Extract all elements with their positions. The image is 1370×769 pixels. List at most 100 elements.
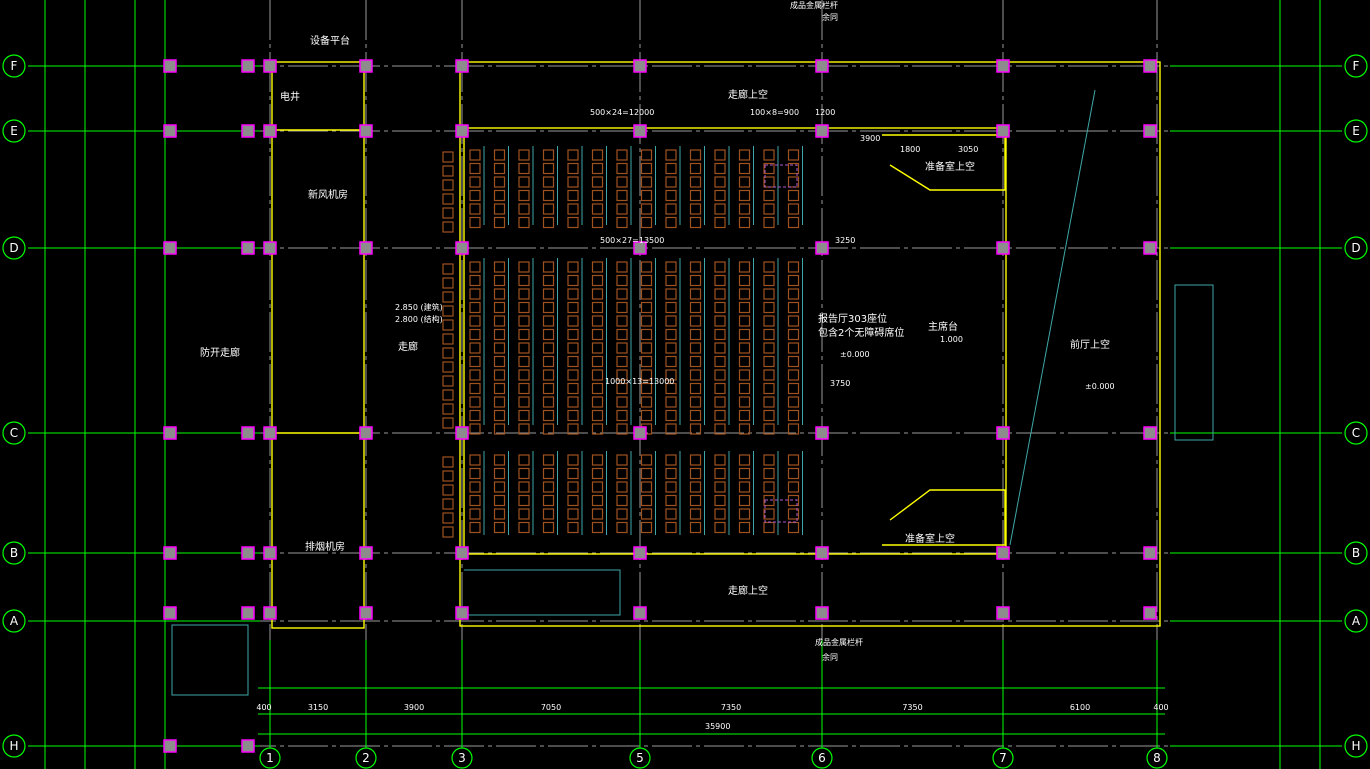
- seat: [591, 494, 604, 507]
- seat: [518, 216, 530, 229]
- note: 余同: [822, 652, 838, 662]
- seat: [763, 189, 775, 202]
- seat: [542, 369, 555, 381]
- seat: [787, 288, 800, 300]
- seat: [763, 274, 775, 287]
- seat: [640, 203, 653, 215]
- column: [241, 124, 255, 138]
- seat: [787, 508, 800, 520]
- seat: [469, 508, 481, 520]
- seat: [567, 189, 579, 202]
- seat: [469, 315, 481, 327]
- seat: [469, 328, 481, 341]
- seat: [787, 494, 800, 507]
- seat: [493, 315, 506, 327]
- seat: [763, 382, 775, 395]
- seat: [787, 423, 800, 435]
- seat: [689, 409, 702, 422]
- seat: [689, 149, 702, 161]
- seat: [763, 288, 775, 300]
- column: [263, 606, 277, 620]
- seat: [714, 189, 726, 202]
- seat: [567, 508, 579, 520]
- axis-label: H: [1351, 739, 1360, 753]
- seat: [738, 423, 751, 435]
- seat: [616, 409, 628, 422]
- seat: [738, 342, 751, 354]
- axis-bubble: [1146, 747, 1168, 769]
- seat: [442, 498, 454, 510]
- seat: [665, 508, 677, 520]
- seat: [469, 162, 481, 175]
- axis-label: C: [1352, 426, 1360, 440]
- seat: [567, 342, 579, 354]
- column: [1143, 59, 1157, 73]
- seat: [665, 409, 677, 422]
- column: [633, 241, 647, 255]
- seat: [665, 203, 677, 215]
- seat: [518, 409, 530, 422]
- dimension: 1800: [900, 145, 920, 154]
- seat: [542, 494, 555, 507]
- seat: [567, 162, 579, 175]
- seat: [714, 521, 726, 534]
- seat: [714, 494, 726, 507]
- column: [241, 739, 255, 753]
- seat: [469, 521, 481, 534]
- column: [455, 426, 469, 440]
- seat: [689, 274, 702, 287]
- axis-bubble: [2, 734, 26, 758]
- axis-label: F: [11, 59, 18, 73]
- seat: [493, 355, 506, 368]
- seat: [714, 481, 726, 493]
- seat: [591, 409, 604, 422]
- seat: [591, 176, 604, 188]
- seat: [469, 369, 481, 381]
- room-label: 准备室上空: [925, 160, 975, 173]
- seat: [542, 301, 555, 314]
- dimension: 1200: [815, 108, 835, 117]
- seat: [442, 361, 454, 373]
- seat: [787, 396, 800, 408]
- axis-bubble: [2, 119, 26, 143]
- seat: [689, 176, 702, 188]
- seat: [542, 189, 555, 202]
- seat: [665, 369, 677, 381]
- seat: [689, 203, 702, 215]
- seat: [493, 176, 506, 188]
- column: [163, 59, 177, 73]
- seat: [469, 189, 481, 202]
- seat: [493, 481, 506, 493]
- column: [163, 546, 177, 560]
- seat: [542, 423, 555, 435]
- dimension: 500×27=13500: [600, 236, 664, 245]
- seat: [493, 521, 506, 534]
- seat: [714, 176, 726, 188]
- seat: [518, 508, 530, 520]
- level-label: 1.000: [940, 335, 963, 344]
- seat: [542, 328, 555, 341]
- axis-label: 6: [818, 751, 826, 765]
- dimension: 3750: [830, 379, 850, 388]
- axis-bubble: [1344, 734, 1368, 758]
- seat: [665, 342, 677, 354]
- seat: [442, 456, 454, 468]
- room-label: 防开走廊: [200, 346, 240, 359]
- axis-bubble: [1344, 541, 1368, 565]
- seat: [469, 342, 481, 354]
- seat: [542, 149, 555, 161]
- axis-bubble: [992, 747, 1014, 769]
- seat: [567, 467, 579, 480]
- seat: [787, 355, 800, 368]
- seat: [640, 355, 653, 368]
- seat: [738, 288, 751, 300]
- service-wing-wall: [271, 61, 365, 629]
- column: [263, 124, 277, 138]
- seat: [787, 409, 800, 422]
- seat: [714, 342, 726, 354]
- seat: [787, 149, 800, 161]
- room-label: 前厅上空: [1070, 338, 1110, 351]
- seat: [591, 382, 604, 395]
- seat: [763, 342, 775, 354]
